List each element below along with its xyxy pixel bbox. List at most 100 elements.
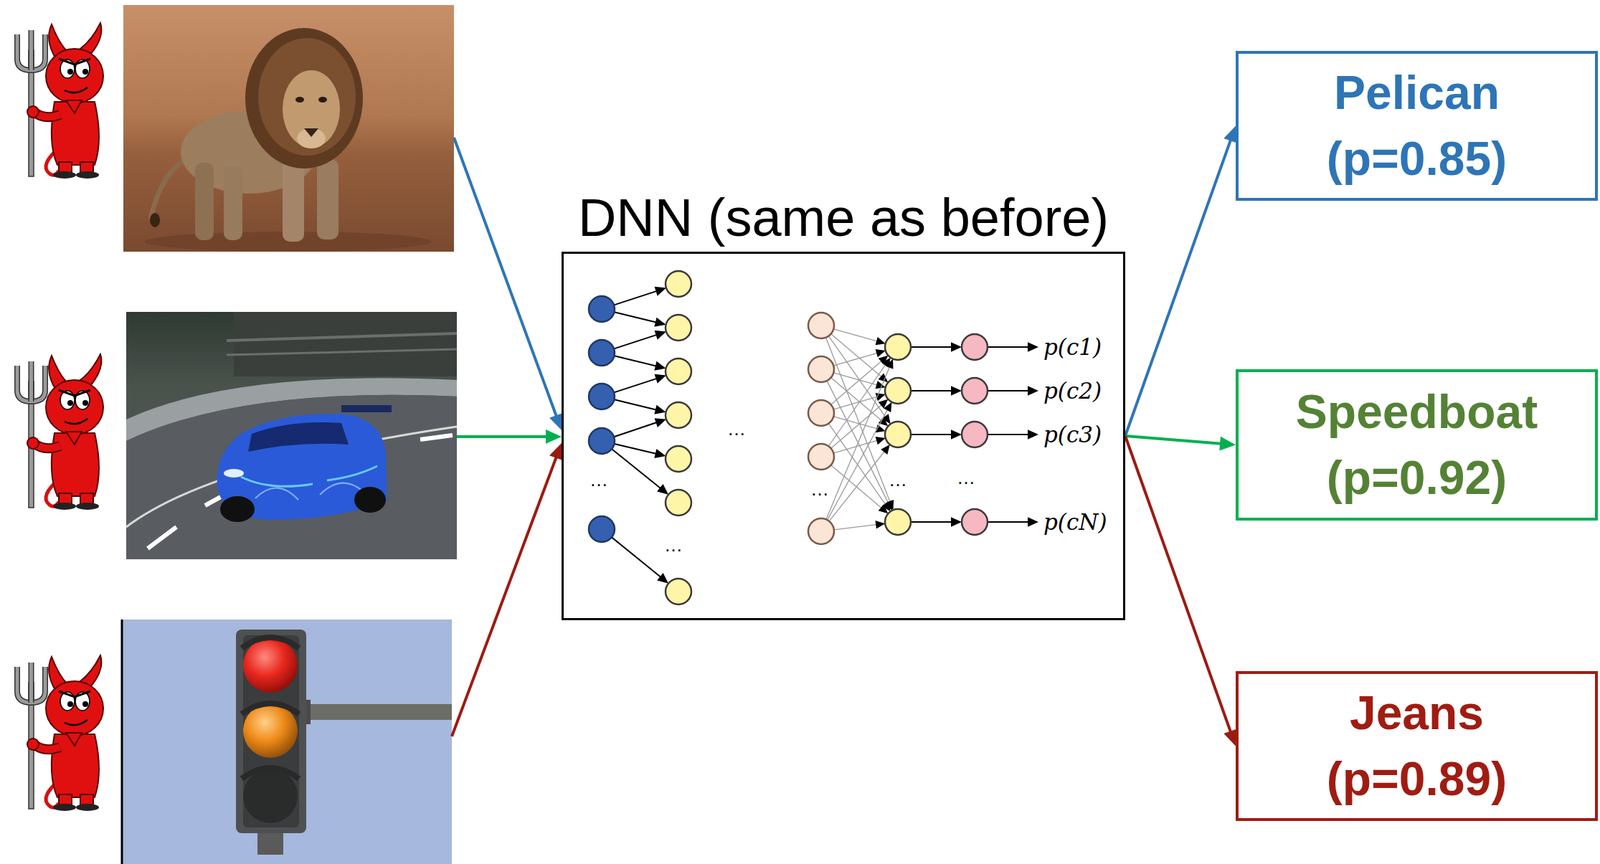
hidden-neuron — [884, 509, 911, 536]
attacker-devil — [17, 22, 104, 179]
network-link-head — [656, 484, 669, 495]
dnn-box: DNN (same as before) — [561, 251, 1126, 621]
input-arrows — [451, 137, 563, 737]
output-arrow — [1125, 436, 1238, 747]
attacker-devil — [17, 655, 104, 812]
arrow-line — [1125, 137, 1232, 437]
hidden-neuron — [665, 358, 692, 385]
network-link-head — [654, 317, 666, 328]
network-link — [910, 346, 954, 348]
network-link — [613, 355, 657, 367]
output-arrow — [1125, 126, 1238, 437]
network-link — [613, 377, 658, 393]
network-link-head — [950, 342, 962, 353]
input-arrow-head — [549, 443, 563, 461]
input-arrow-head — [549, 413, 563, 431]
dense-link-head — [875, 349, 886, 358]
network-link-head — [656, 573, 669, 584]
dense-link-head — [878, 504, 889, 514]
ellipsis: … — [664, 535, 683, 555]
class-name: Jeans — [1349, 680, 1484, 746]
class-name: Speedboat — [1295, 379, 1538, 445]
network-link — [613, 311, 657, 323]
dense-link-head — [885, 359, 894, 370]
class-probability-symbol: p(c2) — [1043, 380, 1102, 403]
output-link — [987, 390, 1030, 392]
hidden-neuron — [665, 489, 692, 516]
network-link — [613, 399, 657, 411]
hidden-neuron — [808, 443, 835, 470]
traffic-light-image — [121, 619, 452, 864]
dense-link-head — [875, 380, 886, 389]
dense-link-head — [875, 436, 886, 445]
attacker-devil — [17, 354, 104, 510]
softmax-neuron — [961, 509, 988, 536]
input-arrow-head — [545, 429, 562, 444]
network-link-head — [950, 385, 962, 396]
hidden-neuron — [808, 312, 835, 339]
class-probability-symbol: p(c1) — [1043, 336, 1102, 359]
output-link-head — [1027, 517, 1039, 528]
network-link-head — [950, 429, 962, 440]
output-link — [987, 346, 1030, 348]
class-probability: (p=0.85) — [1326, 126, 1507, 192]
input-arrow — [451, 454, 558, 737]
hidden-neuron — [808, 518, 835, 545]
ellipsis: … — [810, 479, 830, 499]
arrow-line — [1125, 436, 1232, 735]
hidden-neuron — [808, 356, 835, 383]
network-link-head — [654, 361, 666, 371]
network-link — [611, 537, 662, 579]
input-neuron — [588, 428, 615, 454]
class-output-box: Jeans(p=0.89) — [1235, 671, 1598, 822]
ellipsis: … — [956, 468, 976, 487]
network-link-head — [654, 448, 666, 459]
class-probability-symbol: p(c3) — [1043, 423, 1102, 447]
network-drawing — [588, 271, 1039, 605]
arrow-head — [1219, 436, 1236, 452]
hidden-neuron — [884, 377, 911, 404]
hidden-neuron — [665, 271, 692, 297]
softmax-neuron — [961, 377, 988, 404]
dense-link — [829, 450, 885, 522]
network-link-head — [950, 517, 962, 528]
softmax-neuron — [961, 421, 988, 448]
hidden-neuron — [665, 578, 692, 605]
class-output-box: Speedboat(p=0.92) — [1235, 369, 1598, 521]
hidden-neuron — [665, 446, 692, 472]
input-neuron — [588, 339, 615, 366]
output-link — [987, 433, 1030, 436]
network-link — [910, 390, 954, 392]
hidden-neuron — [665, 314, 692, 341]
dense-link-head — [883, 402, 892, 413]
class-probability-symbol: p(cN) — [1043, 511, 1108, 534]
dense-link — [831, 377, 883, 422]
dense-link — [826, 337, 891, 504]
output-link-head — [1027, 385, 1039, 396]
ellipsis: … — [589, 470, 609, 490]
output-link-head — [1027, 429, 1039, 440]
class-probability: (p=0.92) — [1326, 445, 1507, 511]
ellipsis: … — [727, 419, 746, 439]
network-link-head — [654, 374, 667, 384]
dense-link — [834, 524, 878, 530]
hidden-neuron — [808, 400, 835, 426]
output-link — [987, 521, 1030, 523]
ellipsis: … — [888, 470, 908, 490]
class-name: Pelican — [1333, 60, 1500, 126]
dnn-title: DNN (same as before) — [578, 188, 1109, 247]
input-neuron — [588, 383, 615, 410]
network-link-head — [654, 405, 666, 415]
hidden-neuron — [884, 334, 911, 361]
dense-link-head — [875, 520, 886, 530]
output-link-head — [1027, 342, 1039, 353]
input-neuron — [588, 296, 615, 323]
class-probability: (p=0.89) — [1326, 746, 1507, 812]
network-link-head — [654, 330, 667, 340]
dense-link — [833, 352, 878, 366]
output-arrow — [1125, 436, 1236, 452]
hidden-neuron — [884, 421, 911, 448]
hidden-neuron — [665, 402, 692, 429]
network-link — [614, 443, 658, 454]
network-link — [613, 334, 658, 349]
